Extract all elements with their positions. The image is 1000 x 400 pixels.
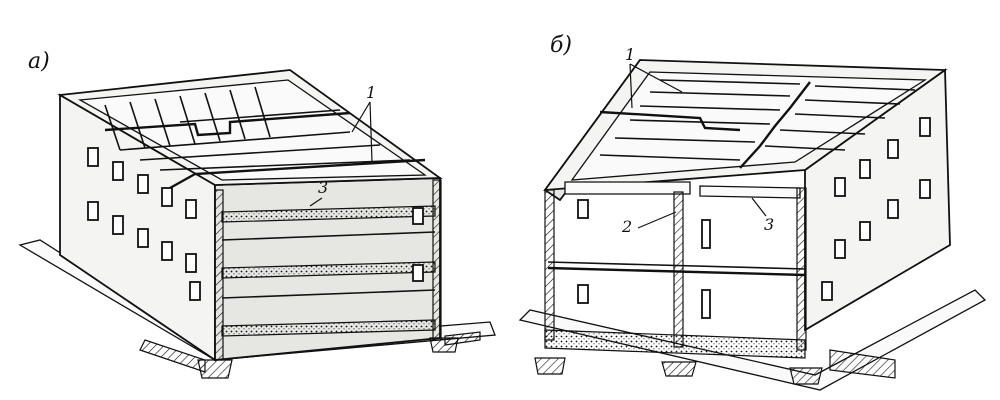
central-beam-a xyxy=(104,111,351,137)
footing-a-2 xyxy=(429,337,459,353)
column-b-mid xyxy=(673,191,684,348)
cross-beam-b xyxy=(599,110,741,132)
panel-label-a: а) xyxy=(28,49,50,74)
footing-a-1 xyxy=(197,359,233,379)
cut-wall-b-left xyxy=(544,189,555,341)
ground-hatch-b xyxy=(829,349,896,379)
roof-slabs-b xyxy=(570,71,928,181)
cut-wall-a-right xyxy=(432,179,442,341)
panel-a: а) 1 3 xyxy=(18,49,496,379)
panel-label-b: б) xyxy=(550,33,572,58)
callout-b-1: 1 xyxy=(625,45,635,64)
callout-a-1: 1 xyxy=(366,83,376,102)
panel-b: б) 1 2 3 xyxy=(518,33,987,391)
floor-slab-b-upper xyxy=(564,181,691,195)
callout-b-3: 3 xyxy=(764,215,774,234)
roof-planks-a xyxy=(104,86,411,171)
windows-b xyxy=(821,117,931,301)
roof-slabs-a xyxy=(77,79,428,181)
roof-planks-b xyxy=(599,79,916,161)
cut-wall-a-left xyxy=(214,189,224,361)
footing-b-1 xyxy=(534,357,566,375)
floor-slab-b-upper-right xyxy=(699,185,801,199)
cut-wall-b-right xyxy=(796,187,807,351)
callout-a-3: 3 xyxy=(318,178,328,197)
footing-b-3 xyxy=(789,367,823,385)
windows-a xyxy=(87,147,201,301)
central-beam-b xyxy=(739,81,811,169)
second-beam-a xyxy=(169,158,426,190)
callout-b-2: 2 xyxy=(621,217,632,236)
footing-b-2 xyxy=(661,361,697,377)
